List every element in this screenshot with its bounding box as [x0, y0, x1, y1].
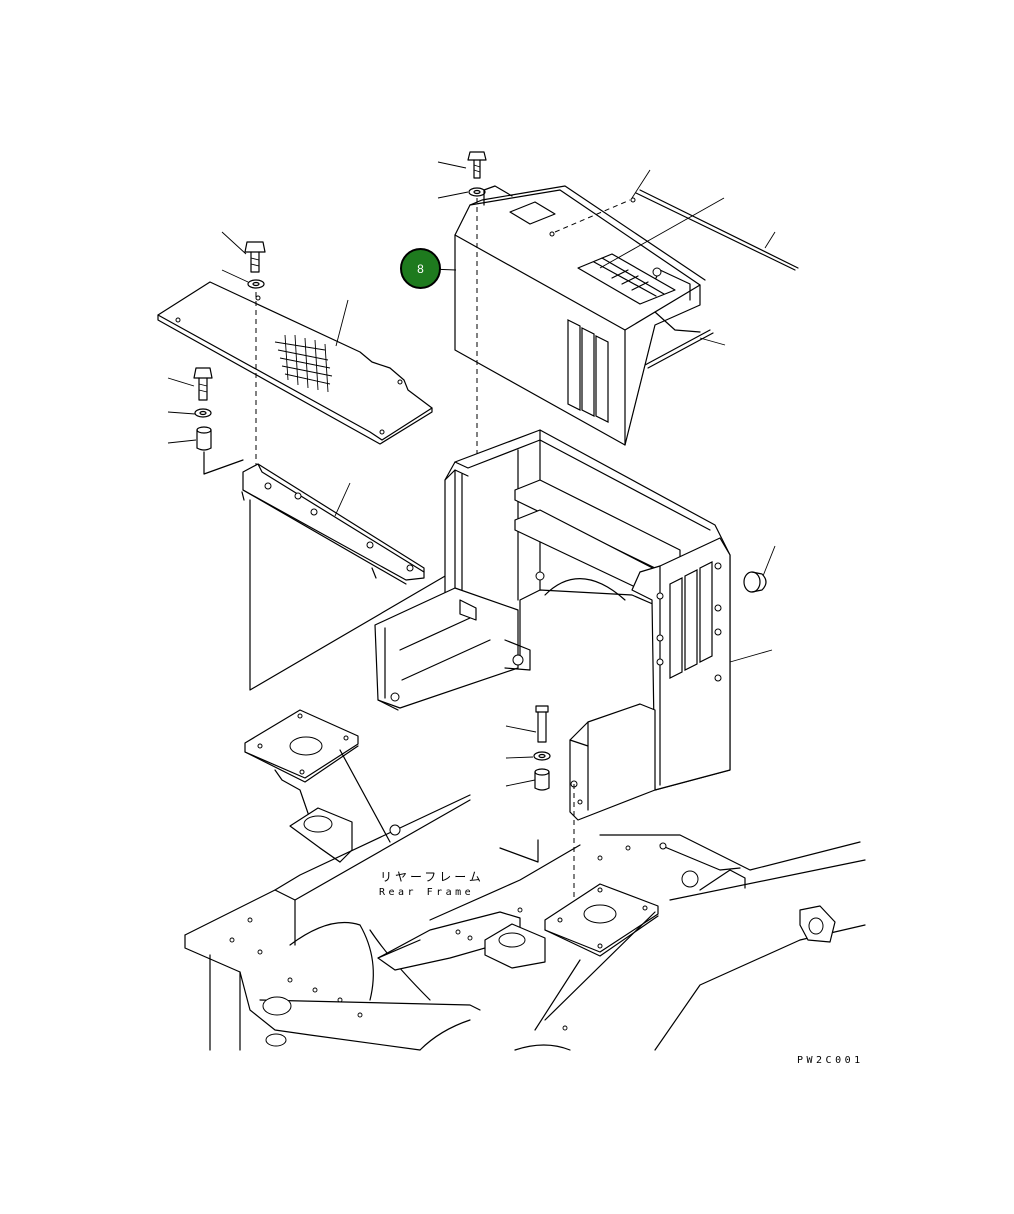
bolt-icon: [193, 367, 213, 401]
callout-8[interactable]: 8: [400, 248, 441, 289]
side-bracket: [569, 703, 656, 821]
top-cover: [454, 185, 706, 446]
bolt-icon: [467, 151, 487, 179]
washer-icon: [533, 751, 551, 761]
main-frame: [374, 429, 731, 791]
rear-frame-label-en: Rear Frame: [379, 887, 475, 898]
bolt-icon: [244, 241, 266, 273]
mesh-cover: [157, 281, 433, 445]
bolt-icon: [535, 705, 549, 743]
rear-frame: [184, 709, 866, 1051]
washer-icon: [468, 187, 486, 197]
cap-icon: [743, 571, 767, 593]
spacer-icon: [534, 768, 550, 791]
drawing-code: PW2C001: [797, 1055, 864, 1066]
spacer-icon: [196, 426, 212, 451]
washer-icon: [247, 279, 265, 289]
bracket-bar: [241, 463, 425, 585]
rear-frame-label-jp: リヤーフレーム: [380, 870, 484, 884]
washer-icon: [194, 408, 212, 418]
